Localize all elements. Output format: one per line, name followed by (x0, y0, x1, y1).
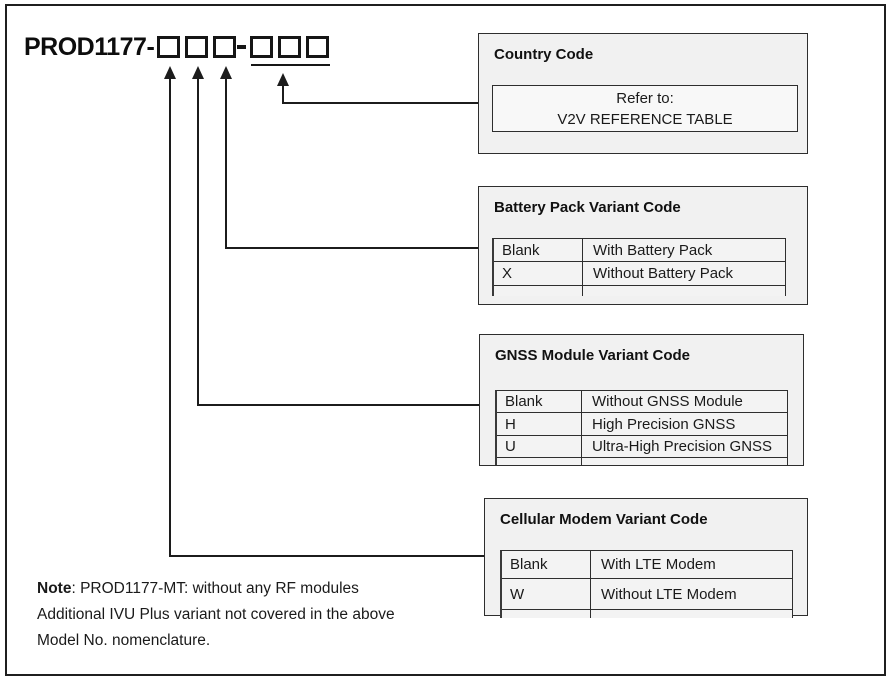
model-digit-box-3 (213, 36, 236, 58)
connector-horizontal-gnss (197, 404, 479, 406)
refer-line-2: V2V REFERENCE TABLE (557, 110, 733, 128)
description-cell: Without GNSS Module (592, 393, 743, 410)
arrow-up-icon-battery (220, 66, 232, 79)
model-digit-box-6 (306, 36, 329, 58)
battery-pack-callout: Battery Pack Variant Code Blank With Bat… (478, 186, 808, 305)
code-cell: H (497, 413, 582, 435)
country-code-callout: Country Code Refer to: V2V REFERENCE TAB… (478, 33, 808, 154)
country-code-refer-box: Refer to: V2V REFERENCE TABLE (492, 85, 798, 132)
connector-horizontal-cellular (169, 555, 484, 557)
cellular-modem-table: Blank With LTE Modem W Without LTE Modem (500, 550, 793, 618)
refer-line-1: Refer to: (616, 89, 674, 107)
code-cell: Blank (494, 239, 583, 261)
country-code-title: Country Code (494, 46, 594, 63)
table-row: W Without LTE Modem (502, 579, 792, 610)
note-line-2: Additional IVU Plus variant not covered … (37, 606, 395, 623)
model-digit-box-5 (278, 36, 301, 58)
table-row: H High Precision GNSS (497, 413, 787, 436)
code-cell: Blank (497, 391, 582, 412)
table-row-clipped (502, 610, 792, 618)
note-label: Note (37, 580, 72, 597)
code-cell: Blank (502, 551, 591, 578)
code-cell: U (497, 436, 582, 457)
model-digit-box-4 (250, 36, 273, 58)
cellular-modem-callout: Cellular Modem Variant Code Blank With L… (484, 498, 808, 618)
table-row-clipped (497, 458, 787, 465)
note-line-3: Model No. nomenclature. (37, 632, 211, 649)
code-cell: W (502, 579, 591, 609)
country-code-underline (251, 64, 330, 66)
description-cell: Without LTE Modem (601, 585, 737, 603)
connector-vertical-battery (225, 78, 227, 249)
description-cell: With LTE Modem (601, 556, 716, 573)
cellular-modem-title: Cellular Modem Variant Code (500, 511, 708, 528)
arrow-up-icon-gnss (192, 66, 204, 79)
note-line-1: Note: PROD1177-MT: without any RF module… (37, 576, 395, 602)
connector-vertical-gnss (197, 78, 199, 406)
note-line-1-text: : PROD1177-MT: without any RF modules (71, 580, 359, 597)
table-row: Blank With Battery Pack (494, 239, 785, 262)
table-row: X Without Battery Pack (494, 262, 785, 286)
description-cell: Ultra-High Precision GNSS (592, 438, 773, 455)
arrow-up-icon-country (277, 73, 289, 86)
connector-horizontal-country (282, 102, 478, 104)
connector-horizontal-battery (225, 247, 478, 249)
connector-vertical-country (282, 85, 284, 104)
table-row-clipped (494, 286, 785, 296)
model-digit-box-1 (157, 36, 180, 58)
connector-vertical-cellular (169, 78, 171, 557)
table-row: Blank Without GNSS Module (497, 391, 787, 413)
description-cell: Without Battery Pack (593, 265, 734, 282)
gnss-module-title: GNSS Module Variant Code (495, 347, 691, 364)
code-cell (494, 286, 583, 296)
code-cell (497, 458, 582, 465)
arrow-up-icon-cellular (164, 66, 176, 79)
battery-pack-title: Battery Pack Variant Code (494, 199, 681, 216)
model-number-separator (237, 45, 246, 49)
note-block: Note: PROD1177-MT: without any RF module… (37, 576, 395, 654)
table-row: Blank With LTE Modem (502, 551, 792, 579)
code-cell: X (494, 262, 583, 285)
gnss-module-table: Blank Without GNSS Module H High Precisi… (495, 390, 788, 465)
model-digit-box-2 (185, 36, 208, 58)
model-number-prefix: PROD1177- (24, 33, 155, 61)
table-row: U Ultra-High Precision GNSS (497, 436, 787, 458)
description-cell: With Battery Pack (593, 241, 713, 259)
gnss-module-callout: GNSS Module Variant Code Blank Without G… (479, 334, 804, 466)
code-cell (502, 610, 591, 618)
description-cell: High Precision GNSS (592, 415, 736, 433)
battery-pack-table: Blank With Battery Pack X Without Batter… (492, 238, 786, 296)
